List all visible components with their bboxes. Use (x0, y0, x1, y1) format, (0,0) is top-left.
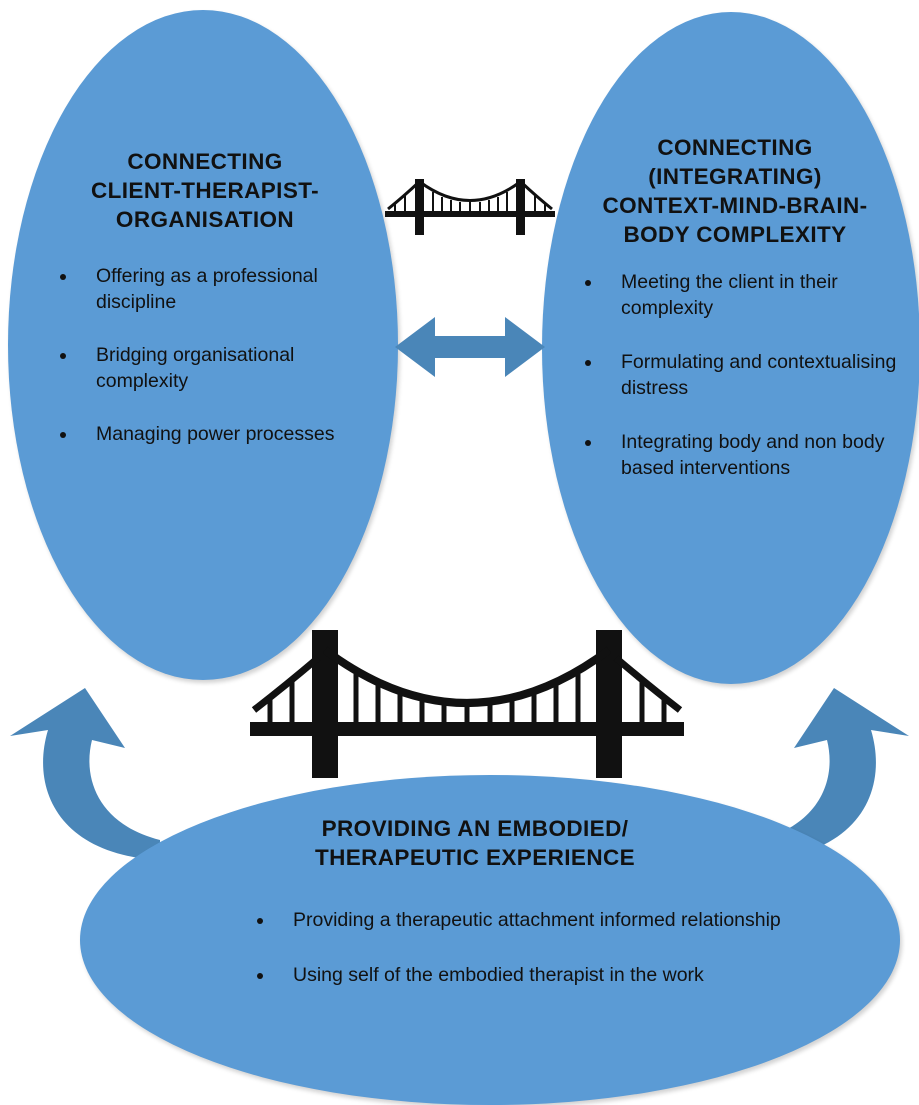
large-bridge-icon (250, 630, 684, 778)
left-title-line-2: CLIENT-THERAPIST- (90, 178, 320, 203)
left-oval-title: CONNECTING CLIENT-THERAPIST- ORGANISATIO… (30, 147, 380, 234)
small-bridge-icon (385, 179, 555, 235)
double-arrow-icon (395, 317, 545, 377)
right-title-line-3: CONTEXT-MIND-BRAIN- (602, 193, 868, 218)
left-bullet-item: Bridging organisational complexity (56, 342, 346, 394)
right-bullet-list: Meeting the client in their complexity F… (581, 269, 916, 509)
bottom-bullet-item: Providing a therapeutic attachment infor… (253, 907, 823, 933)
bottom-bullet-item: Using self of the embodied therapist in … (253, 962, 823, 988)
bottom-title-line-1: PROVIDING AN EMBODIED/ (321, 816, 629, 841)
left-bullet-item: Managing power processes (56, 421, 346, 447)
bottom-bullet-list: Providing a therapeutic attachment infor… (253, 907, 823, 1017)
right-oval (542, 12, 919, 684)
right-title-line-4: BODY COMPLEXITY (623, 222, 847, 247)
right-bullet-item: Integrating body and non body based inte… (581, 429, 916, 481)
left-title-line-1: CONNECTING (127, 149, 283, 174)
right-bullet-item: Meeting the client in their complexity (581, 269, 916, 321)
left-title-line-3: ORGANISATION (115, 207, 295, 232)
right-bullet-item: Formulating and contextualising distress (581, 349, 916, 401)
right-oval-title: CONNECTING (INTEGRATING) CONTEXT-MIND-BR… (555, 133, 915, 249)
right-title-line-1: CONNECTING (657, 135, 813, 160)
left-bullet-item: Offering as a professional discipline (56, 263, 346, 315)
bottom-oval-title: PROVIDING AN EMBODIED/ THERAPEUTIC EXPER… (150, 814, 800, 872)
left-oval (8, 10, 398, 680)
right-title-line-2: (INTEGRATING) (648, 164, 822, 189)
left-bullet-list: Offering as a professional discipline Br… (56, 263, 346, 474)
bottom-title-line-2: THERAPEUTIC EXPERIENCE (314, 845, 636, 870)
bottom-oval (80, 775, 900, 1105)
